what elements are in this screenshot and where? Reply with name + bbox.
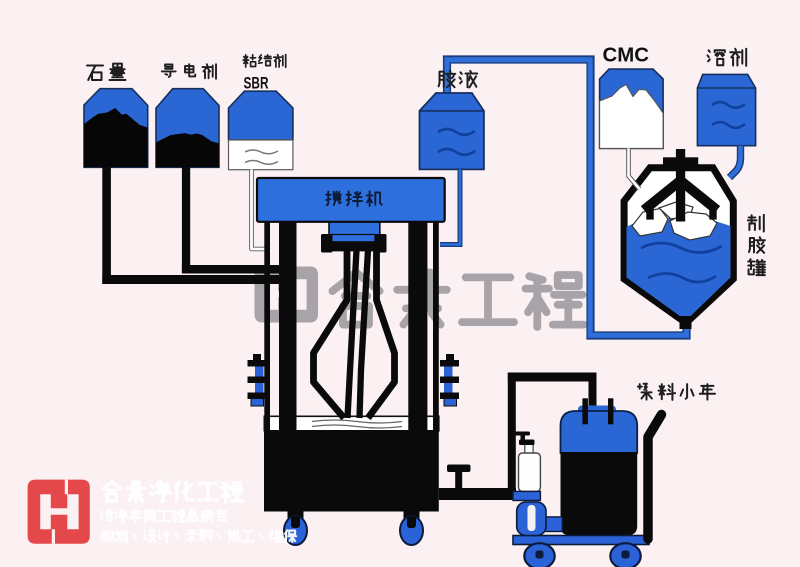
- svg-text:CMC: CMC: [603, 45, 650, 67]
- svg-text:SBR: SBR: [244, 75, 269, 93]
